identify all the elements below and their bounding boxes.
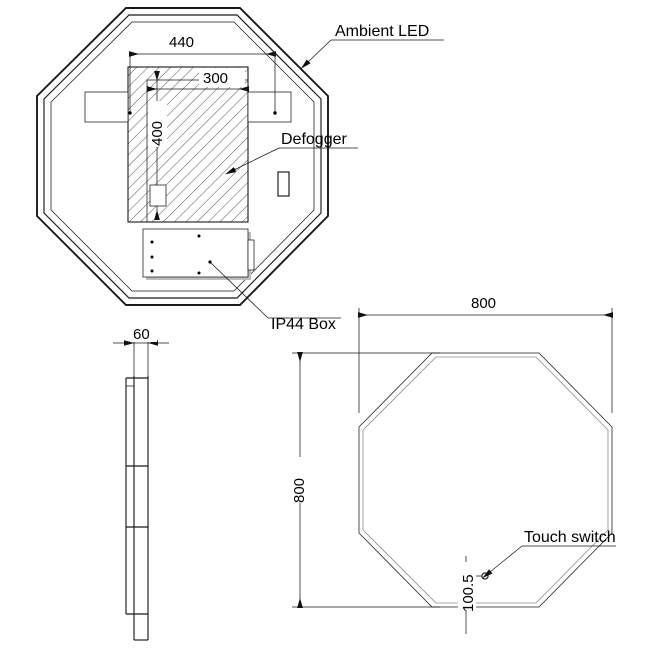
front-view-group: 440 300 400 Ambient LED Defogger	[36, 7, 444, 333]
ip44-screw-dot	[197, 234, 201, 238]
dim-60-text-bg	[131, 325, 157, 342]
dim-300-text-bg	[199, 68, 245, 87]
defogger-leader-dot	[232, 168, 236, 172]
dim-800-v-text: 800	[291, 478, 308, 503]
front-octagon-inner-led-groove	[50, 21, 315, 292]
dim-100-5-text: 100.5	[460, 574, 477, 612]
ip44-leader-dot	[208, 260, 212, 264]
side-view-group: 60	[113, 325, 169, 641]
dim-60-arrow-left	[124, 340, 134, 346]
front-touch-switch-rect	[277, 171, 290, 197]
defogger-label: Defogger	[281, 131, 347, 148]
ip44-screw-dot	[150, 240, 154, 244]
dim-800-v-text-bg	[288, 457, 307, 503]
dim-800-h-text: 800	[471, 295, 496, 312]
dim-440-node-right	[273, 111, 277, 115]
ip44-screw-dot	[197, 271, 201, 275]
dim-800-h-text-bg	[467, 293, 513, 312]
front-octagon-mid	[43, 14, 322, 299]
dim-440-node-left	[128, 111, 132, 115]
rear-octagon-inner	[362, 356, 609, 604]
dim-440-text: 440	[169, 34, 194, 51]
ambient-led-label: Ambient LED	[335, 23, 429, 40]
rear-octagon-outer	[358, 352, 613, 608]
rear-view-group: 800 800 100.5 Touch switch	[288, 293, 616, 634]
ip44-screw-dot	[150, 255, 154, 259]
ip44-screw-dot	[150, 269, 154, 273]
defogger-panel	[127, 66, 249, 223]
touch-switch-leader	[482, 545, 523, 579]
dim-60-text: 60	[133, 326, 150, 343]
ip44-box-label: IP44 Box	[271, 316, 336, 333]
dim-300-text: 300	[203, 70, 228, 87]
defogger-leader	[225, 147, 280, 175]
dim-100-5-text-bg	[458, 562, 476, 610]
dim-400-text-bg	[148, 101, 167, 147]
touch-switch-marker	[481, 572, 489, 580]
mounting-bracket-right	[247, 91, 292, 123]
mounting-bracket-left	[84, 91, 129, 123]
front-octagon-outer	[36, 7, 329, 306]
ip44-box	[142, 228, 249, 278]
ip44-box-tab	[247, 239, 255, 271]
dim-400-breakout-box	[149, 184, 167, 207]
dim-400-text: 400	[149, 121, 166, 146]
ip44-leader	[209, 261, 269, 319]
dim-440-text-bg	[164, 32, 212, 51]
ambient-led-leader	[300, 39, 332, 69]
touch-switch-label: Touch switch	[524, 529, 616, 546]
